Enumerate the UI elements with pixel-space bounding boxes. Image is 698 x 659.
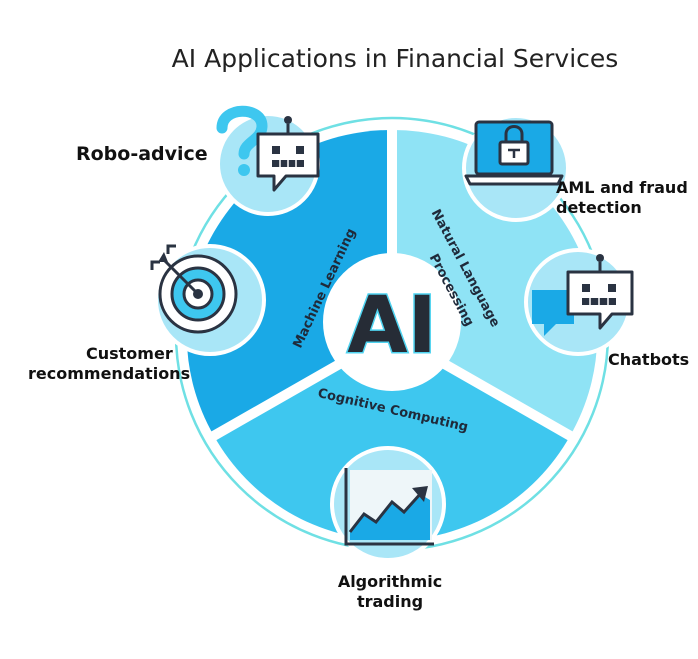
- laptop-lock-icon: [464, 120, 564, 186]
- question-mark-icon: [216, 105, 268, 176]
- arrow-icon: [150, 244, 200, 296]
- center-circle: [323, 253, 461, 391]
- center-ai-text-shadow: AI: [347, 281, 436, 371]
- label-chatbots: Chatbots: [608, 350, 690, 369]
- label-algo-line1: Algorithmic: [337, 572, 443, 591]
- label-robo-advice: Robo-advice: [76, 143, 208, 165]
- trading-chart-icon: [344, 468, 434, 546]
- chatbots-bubble: [524, 248, 634, 356]
- robo-advice-bubble: [216, 105, 320, 216]
- aml-fraud-bubble: [462, 114, 570, 222]
- robot-icon: [256, 116, 320, 192]
- label-aml-line1: AML and fraud: [556, 178, 688, 197]
- diagram-title: AI Applications in Financial Services: [171, 44, 619, 73]
- center-ai-text: AI: [347, 281, 436, 371]
- customer-recommendations-bubble: [150, 244, 266, 356]
- chatbot-robot-icon: [566, 254, 634, 330]
- chat-bubble-icon: [532, 290, 574, 336]
- label-customer-line1: Customer: [86, 344, 173, 363]
- label-customer-line2: recommendations: [28, 364, 191, 383]
- algorithmic-trading-bubble: [330, 446, 446, 562]
- label-algo-line2: trading: [356, 592, 424, 611]
- label-aml-line2: detection: [556, 198, 642, 217]
